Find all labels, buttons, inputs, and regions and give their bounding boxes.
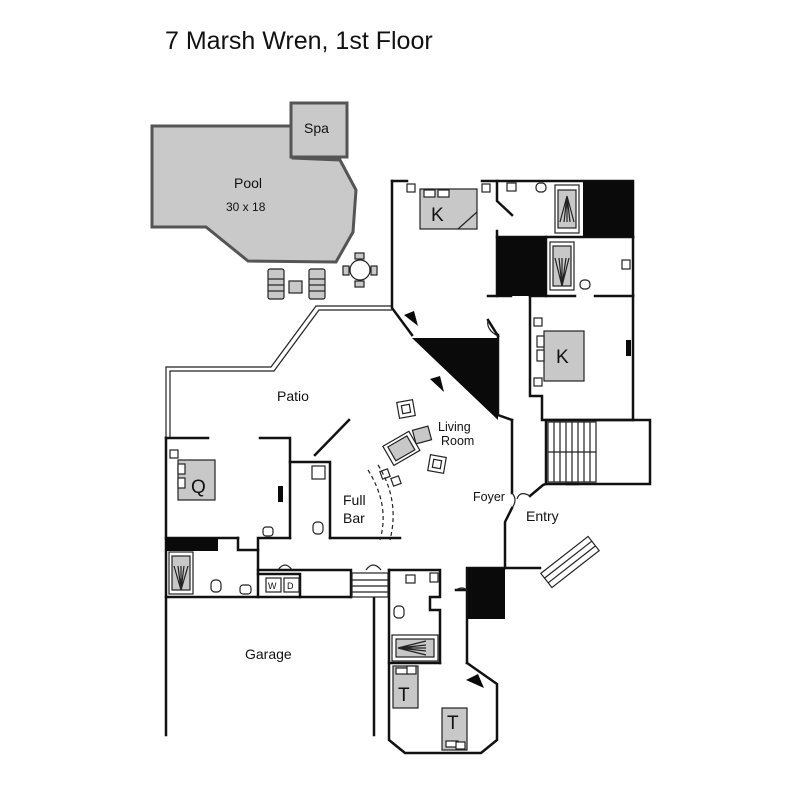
chair xyxy=(396,399,416,419)
washer-label: W xyxy=(268,581,277,591)
solid-blocks xyxy=(166,181,634,619)
lounge-chair xyxy=(308,268,326,300)
bar-stool xyxy=(390,475,402,487)
full-bar-label-line2: Bar xyxy=(343,510,365,526)
dryer-label: D xyxy=(287,581,294,591)
pool-size-label: 30 x 18 xyxy=(226,200,266,214)
chair xyxy=(427,454,447,474)
tv-icon xyxy=(466,674,484,688)
lounge-chair xyxy=(267,268,285,300)
tv-icon xyxy=(430,376,444,392)
pool-area: Spa Pool 30 x 18 xyxy=(150,101,358,264)
doors xyxy=(277,319,531,591)
bath-fixtures xyxy=(168,182,631,662)
plan-title: 7 Marsh Wren, 1st Floor xyxy=(165,27,433,55)
living-room-label-line1: Living xyxy=(438,420,471,434)
queen-bed-label: Q xyxy=(191,477,206,498)
bed-king-right: K xyxy=(533,317,585,387)
coffee-table xyxy=(411,425,433,445)
full-bar-label-line1: Full xyxy=(343,492,366,508)
toilet xyxy=(579,279,591,290)
front-steps xyxy=(539,535,601,589)
foyer-label: Foyer xyxy=(473,490,505,504)
garage-steps xyxy=(351,572,389,598)
bed-king-master: K xyxy=(406,183,491,230)
twin-bed-label: T xyxy=(398,685,410,706)
king-bed-label: K xyxy=(431,205,444,226)
chair xyxy=(370,265,378,276)
toilet xyxy=(210,579,222,593)
tv-icon xyxy=(404,311,418,326)
spa-label: Spa xyxy=(304,120,329,136)
twin-bed-label: T xyxy=(447,713,459,734)
toilet xyxy=(312,521,324,535)
spa xyxy=(289,101,349,159)
tv-icon xyxy=(278,486,283,502)
chair xyxy=(354,252,365,260)
sink xyxy=(311,465,326,480)
bed-twin-2: T xyxy=(441,707,468,751)
tv-icon xyxy=(626,340,631,356)
round-table xyxy=(349,259,371,281)
garage-label: Garage xyxy=(245,646,292,662)
stairs xyxy=(547,421,597,483)
toilet xyxy=(393,605,405,619)
pool-label: Pool xyxy=(234,175,262,191)
dryer xyxy=(283,577,300,593)
pool-furniture xyxy=(267,252,378,300)
bar-stool xyxy=(379,468,391,480)
entry-label: Entry xyxy=(526,508,559,524)
chair xyxy=(342,265,350,276)
king-bed-label: K xyxy=(556,347,569,368)
patio-label: Patio xyxy=(277,388,309,404)
toilet xyxy=(535,182,547,193)
sink xyxy=(262,526,274,537)
bed-twin-1: T xyxy=(392,665,419,709)
washer xyxy=(265,577,282,593)
patio-outline xyxy=(165,305,392,438)
washer-dryer: W D xyxy=(265,577,300,593)
chair xyxy=(354,280,365,288)
bed xyxy=(543,330,585,382)
bed-queen: Q xyxy=(169,449,216,501)
living-room-label-line2: Room xyxy=(441,434,474,448)
side-table xyxy=(288,280,303,294)
sofa xyxy=(382,430,421,467)
tv-fixtures xyxy=(278,311,631,688)
living-furniture xyxy=(367,399,447,541)
sink xyxy=(239,584,252,595)
